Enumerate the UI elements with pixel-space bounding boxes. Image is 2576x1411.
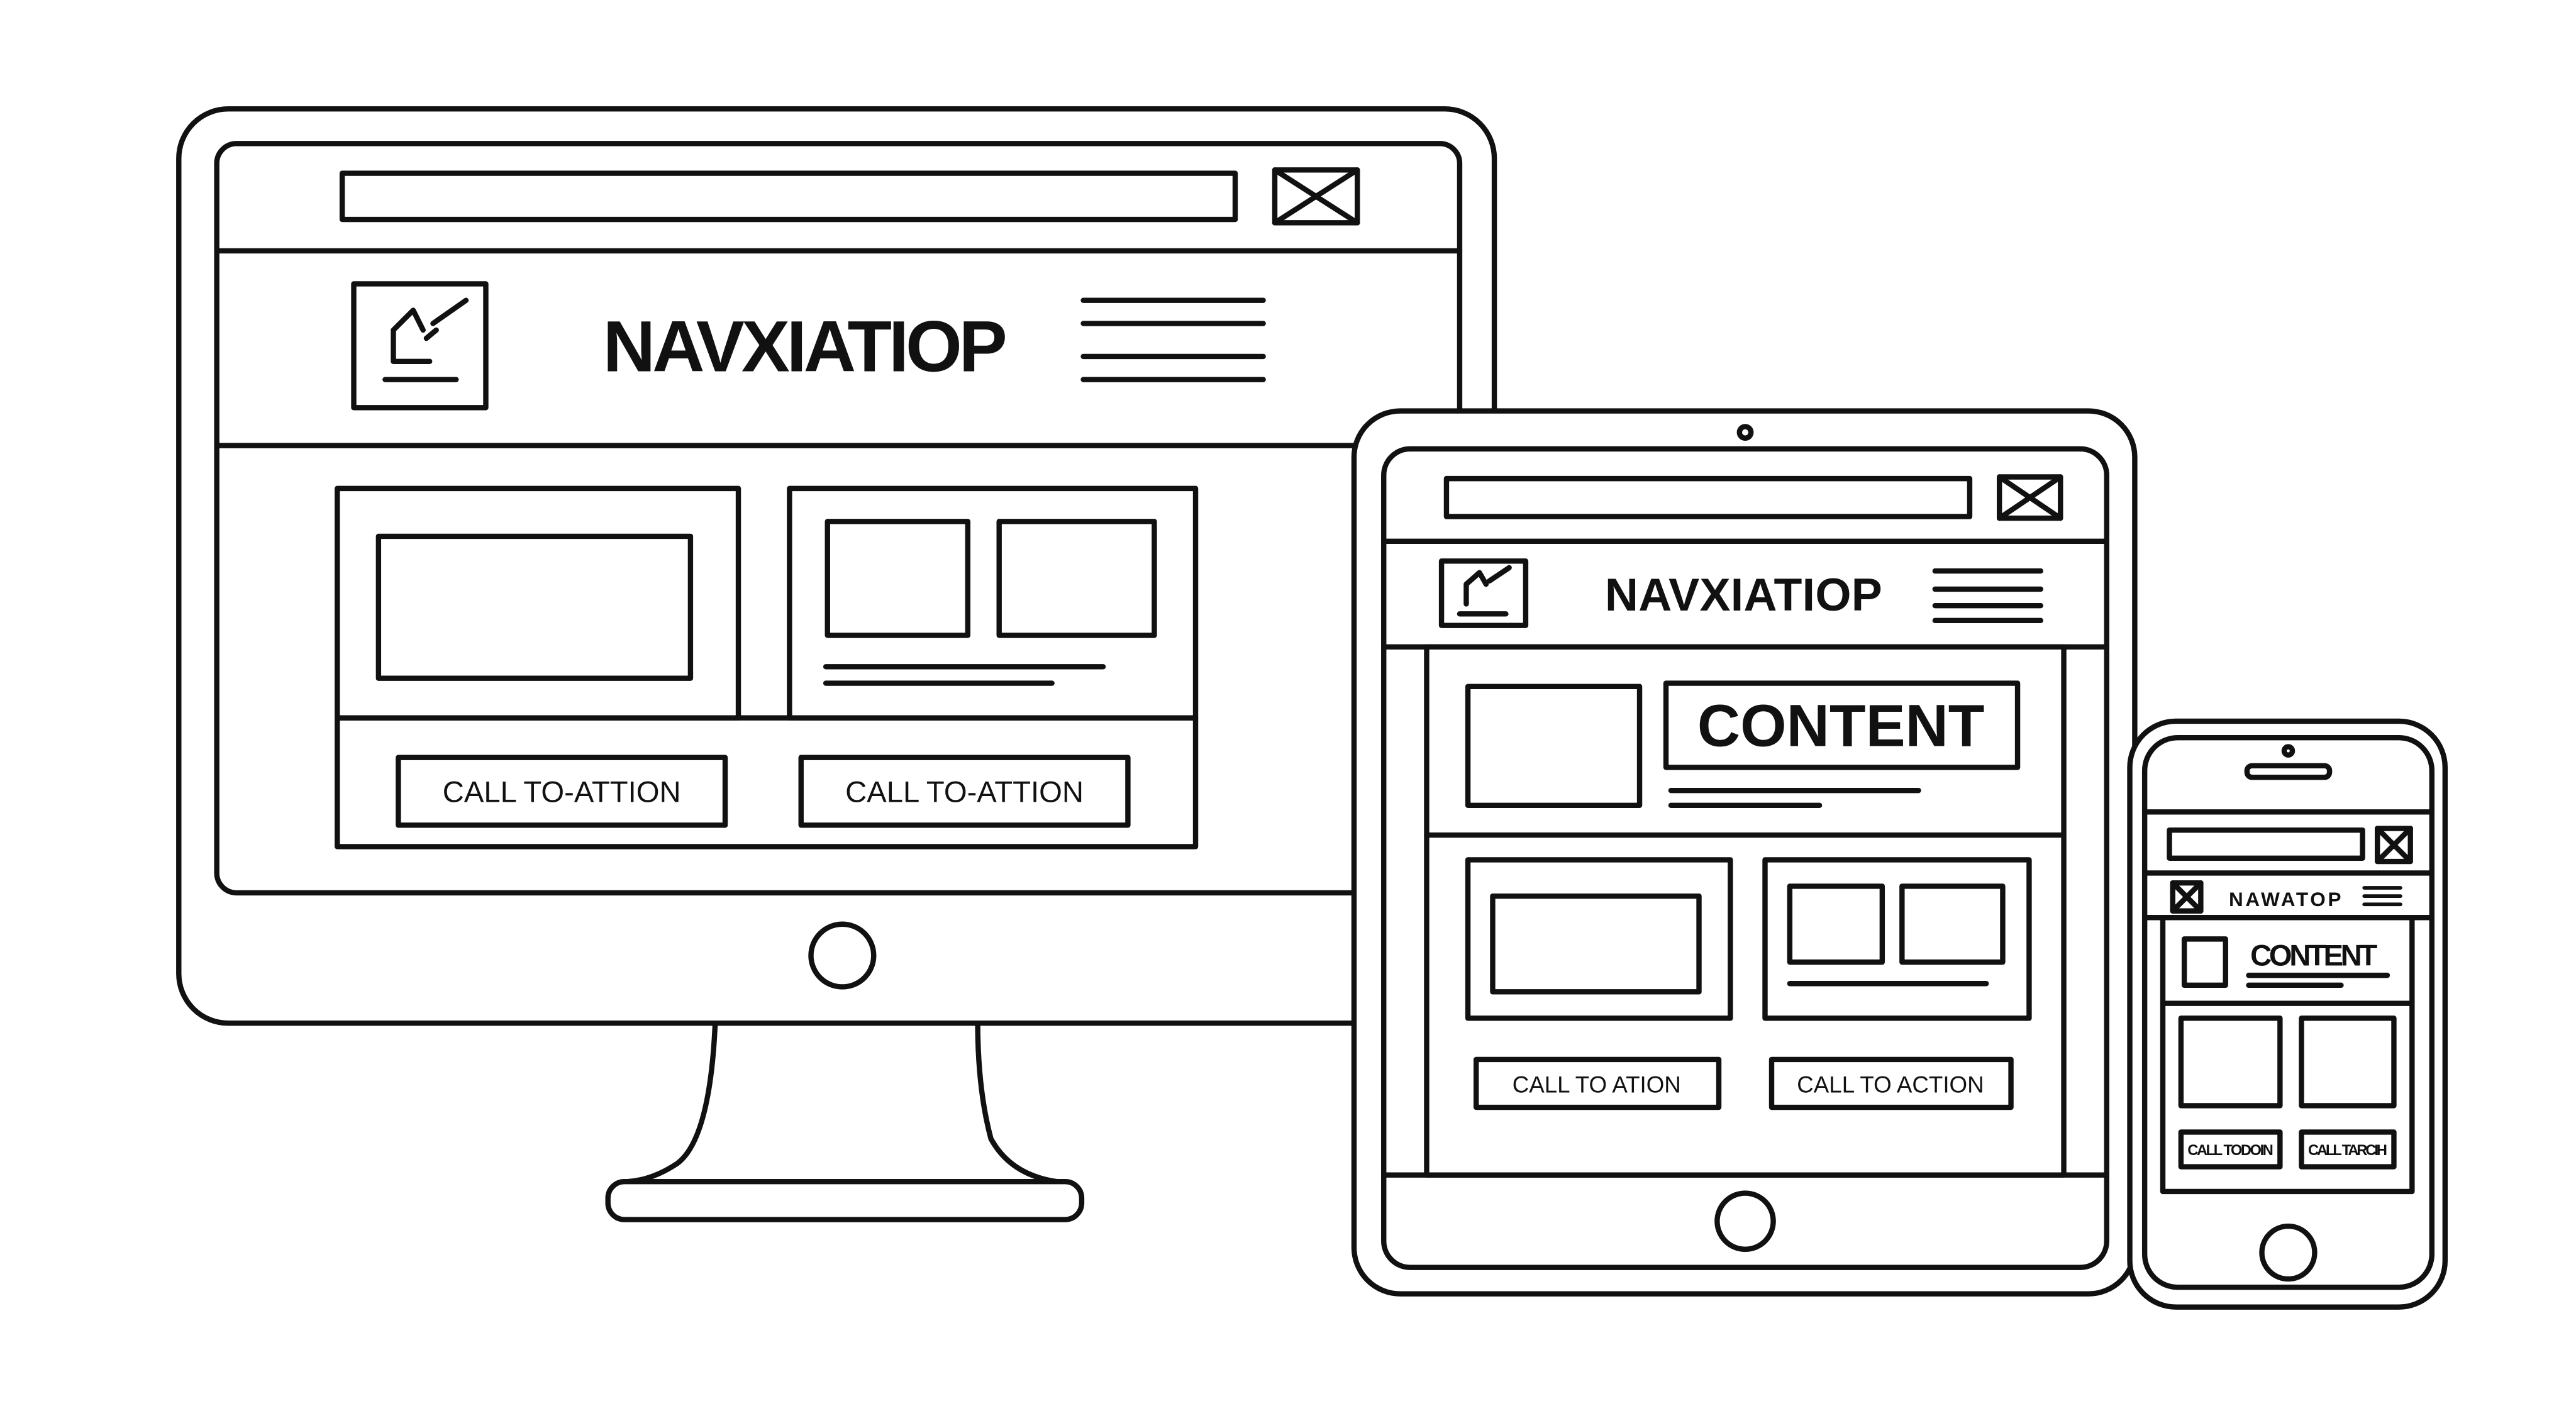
cta-button-1[interactable]: CALL TO ATION [1474, 1056, 1722, 1110]
home-button-icon[interactable] [1714, 1190, 1776, 1252]
phone-screen [2141, 734, 2435, 1290]
image-placeholder [996, 519, 1157, 638]
close-box-icon[interactable] [1272, 167, 1360, 226]
close-box-icon[interactable] [2375, 826, 2413, 865]
content-area [2160, 915, 2415, 1195]
home-button-icon[interactable] [808, 921, 877, 990]
image-placeholder [1465, 683, 1643, 808]
speaker-icon [2244, 763, 2333, 780]
phone: NAWATOP CONTENT CALL TODOIN CALL TARCIH [2127, 718, 2448, 1310]
camera-icon [2281, 744, 2296, 758]
nav-title: NAVXIATIOP [603, 306, 1008, 387]
image-placeholder [2181, 936, 2228, 988]
home-button-icon[interactable] [2259, 1223, 2318, 1282]
logo-box-icon [2170, 880, 2204, 914]
nav-title: NAVXIATIOP [1605, 568, 1882, 621]
image-placeholder [2178, 1015, 2283, 1109]
cta-button-2[interactable]: CALL TO ACTION [1768, 1056, 2014, 1110]
desktop-monitor: NAVXIATIOP CALL TO-ATTION CALL TO-ATTION [176, 106, 1497, 1222]
image-placeholder [824, 519, 971, 638]
cta-panel [335, 715, 1199, 849]
content-card-2 [1762, 857, 2032, 1021]
close-box-icon[interactable] [1996, 474, 2063, 521]
nav-title: NAWATOP [2229, 888, 2341, 910]
image-placeholder [375, 533, 694, 681]
text-lines [1668, 787, 1921, 808]
content-card-1 [1465, 857, 1733, 1021]
svg-text:CALL TODOIN: CALL TODOIN [2187, 1143, 2273, 1159]
image-placeholder [2299, 1015, 2397, 1109]
hamburger-menu-icon[interactable] [1932, 568, 2043, 624]
svg-text:CONTENT: CONTENT [1697, 692, 1985, 759]
svg-text:CALL TO ACTION: CALL TO ACTION [1797, 1071, 1984, 1097]
cta-button-2[interactable]: CALL TARCIH [2299, 1129, 2397, 1170]
logo-edit-icon [1438, 558, 1529, 628]
address-bar[interactable] [1443, 475, 1973, 519]
svg-text:CALL TO-ATTION: CALL TO-ATTION [845, 776, 1084, 809]
logo-edit-icon [351, 281, 489, 411]
hamburger-menu-icon[interactable] [2362, 886, 2402, 907]
tablet-screen [1381, 446, 2109, 1270]
cta-button-2[interactable]: CALL TO-ATTION [798, 755, 1131, 828]
cta-button-1[interactable]: CALL TODOIN [2178, 1129, 2283, 1170]
monitor-stand [627, 1019, 1058, 1185]
svg-text:CALL TARCIH: CALL TARCIH [2308, 1143, 2387, 1159]
content-heading: CONTENT [2250, 939, 2377, 972]
content-heading: CONTENT [1663, 680, 2021, 770]
camera-icon [1736, 424, 1754, 441]
monitor-base [605, 1178, 1085, 1222]
svg-text:CALL TO ATION: CALL TO ATION [1513, 1071, 1681, 1097]
address-bar[interactable] [339, 170, 1238, 223]
monitor-screen [214, 141, 1463, 896]
cta-button-1[interactable]: CALL TO-ATTION [396, 755, 728, 828]
svg-text:CALL TO-ATTION: CALL TO-ATTION [443, 776, 681, 809]
address-bar[interactable] [2167, 827, 2365, 861]
hamburger-menu-icon[interactable] [1080, 297, 1266, 382]
tablet: NAVXIATIOP CONTENT CALL TO ATION [1351, 408, 2138, 1297]
text-lines [2246, 972, 2390, 988]
